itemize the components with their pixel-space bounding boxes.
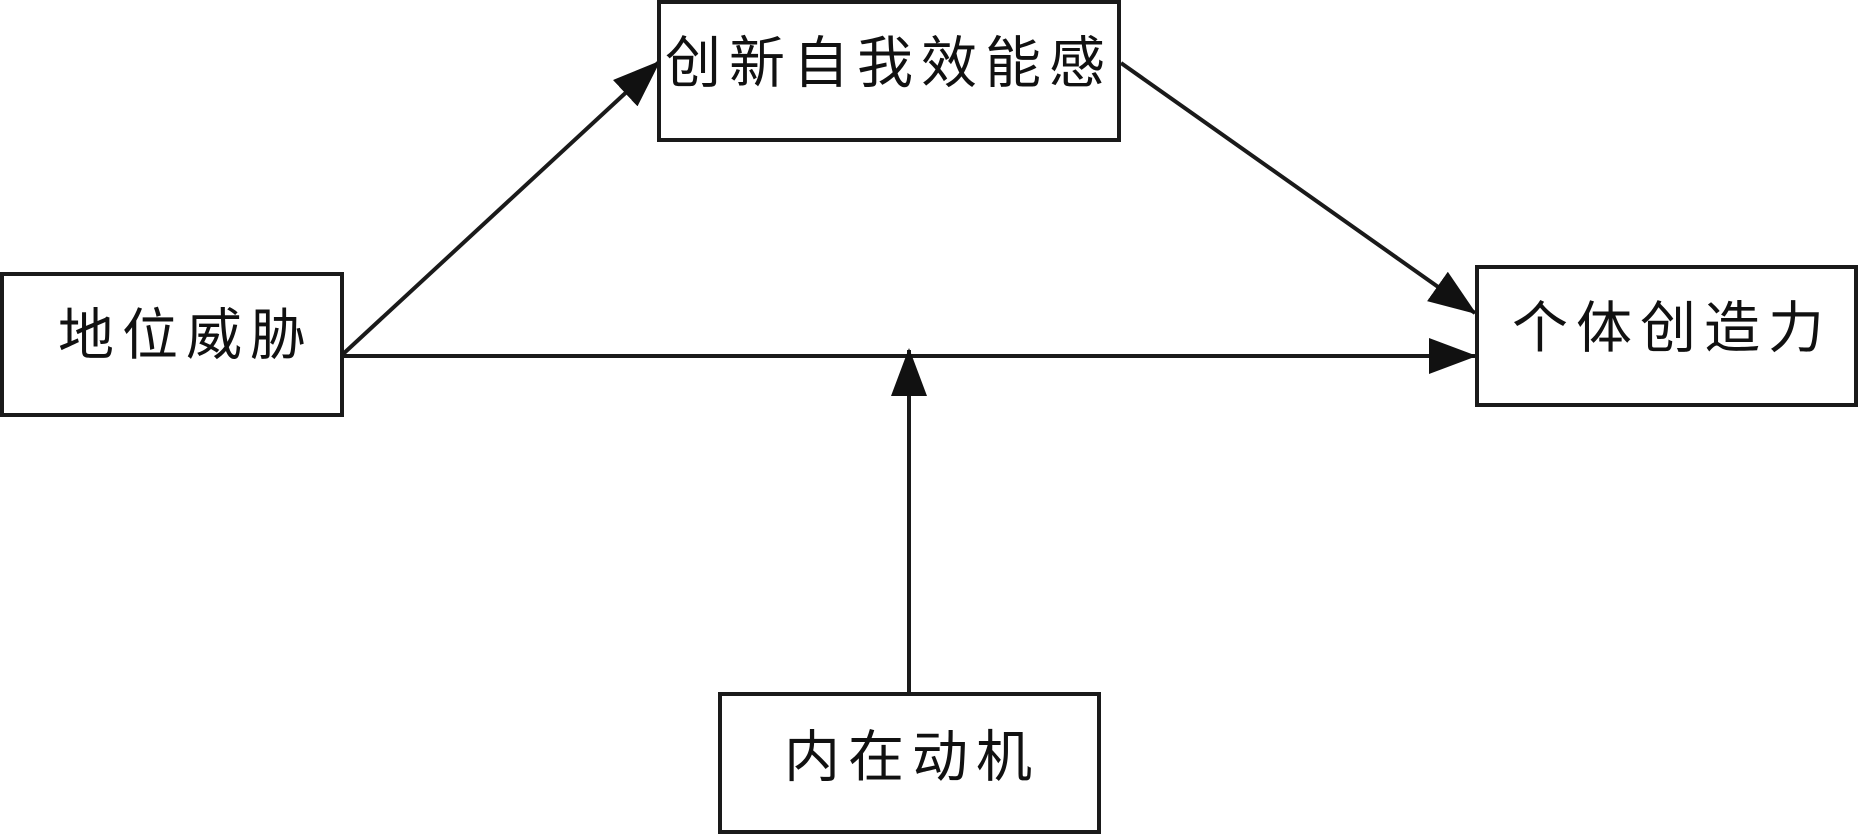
edge-efficacy-to-creativity — [1119, 61, 1477, 315]
node-intrinsic-motivation: 内在动机 — [718, 692, 1101, 834]
node-status-threat: 地位威胁 — [0, 272, 344, 417]
node-intrinsic-motivation-label: 内在动机 — [784, 726, 1040, 791]
node-innovation-self-efficacy-label: 创新自我效能感 — [665, 32, 1113, 97]
node-status-threat-label: 地位威胁 — [58, 304, 314, 369]
edge-threat-to-efficacy — [340, 60, 661, 357]
node-innovation-self-efficacy: 创新自我效能感 — [657, 0, 1121, 142]
node-individual-creativity: 个体创造力 — [1475, 265, 1858, 407]
node-individual-creativity-label: 个体创造力 — [1512, 297, 1832, 362]
